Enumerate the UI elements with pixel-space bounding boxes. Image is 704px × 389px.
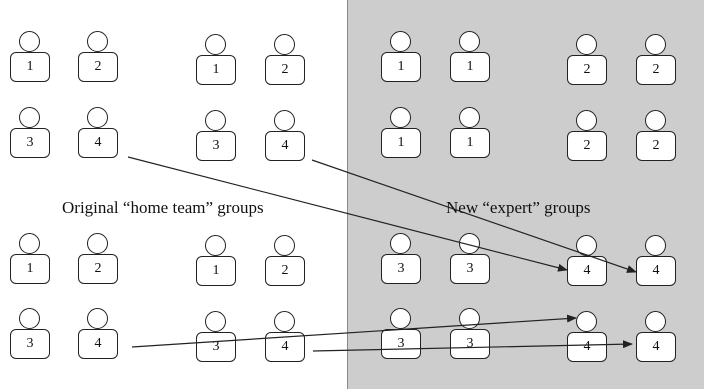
person-head-icon: [205, 110, 226, 131]
expert-group-1-member-2: 1: [450, 31, 490, 85]
expert-group-4-member-3: 4: [567, 311, 607, 365]
expert-group-2-member-2: 2: [636, 34, 676, 88]
member-number: 1: [450, 52, 490, 82]
person-head-icon: [87, 31, 108, 52]
home-group-2-member-3: 3: [196, 110, 236, 164]
person-head-icon: [576, 235, 597, 256]
home-group-3-member-3: 3: [10, 308, 50, 362]
person-head-icon: [576, 34, 597, 55]
member-number: 3: [196, 131, 236, 161]
expert-group-1-member-4: 1: [450, 107, 490, 161]
member-number: 1: [381, 52, 421, 82]
member-number: 3: [10, 329, 50, 359]
person-head-icon: [87, 308, 108, 329]
home-group-4-member-2: 2: [265, 235, 305, 289]
member-number: 2: [567, 55, 607, 85]
member-number: 1: [196, 55, 236, 85]
person-head-icon: [645, 235, 666, 256]
expert-group-4-member-2: 4: [636, 235, 676, 289]
member-number: 4: [265, 332, 305, 362]
expert-group-3-member-4: 3: [450, 308, 490, 362]
person-head-icon: [390, 233, 411, 254]
member-number: 2: [636, 55, 676, 85]
home-group-4-member-1: 1: [196, 235, 236, 289]
person-head-icon: [576, 110, 597, 131]
person-head-icon: [459, 233, 480, 254]
expert-group-2-member-3: 2: [567, 110, 607, 164]
expert-group-2-member-4: 2: [636, 110, 676, 164]
member-number: 4: [78, 329, 118, 359]
person-head-icon: [274, 110, 295, 131]
member-number: 2: [636, 131, 676, 161]
home-group-3-member-2: 2: [78, 233, 118, 287]
person-head-icon: [576, 311, 597, 332]
person-head-icon: [459, 31, 480, 52]
person-head-icon: [274, 235, 295, 256]
person-head-icon: [390, 308, 411, 329]
member-number: 3: [196, 332, 236, 362]
home-group-2-member-2: 2: [265, 34, 305, 88]
expert-group-1-member-1: 1: [381, 31, 421, 85]
home-groups-label: Original “home team” groups: [62, 198, 264, 217]
member-number: 2: [78, 52, 118, 82]
expert-group-1-member-3: 1: [381, 107, 421, 161]
member-number: 3: [10, 128, 50, 158]
person-head-icon: [87, 107, 108, 128]
home-group-2-member-1: 1: [196, 34, 236, 88]
member-number: 3: [381, 329, 421, 359]
person-head-icon: [87, 233, 108, 254]
expert-group-3-member-3: 3: [381, 308, 421, 362]
person-head-icon: [19, 107, 40, 128]
home-group-3-member-4: 4: [78, 308, 118, 362]
member-number: 1: [450, 128, 490, 158]
home-group-2-member-4: 4: [265, 110, 305, 164]
expert-group-4-member-4: 4: [636, 311, 676, 365]
member-number: 4: [567, 332, 607, 362]
member-number: 1: [10, 52, 50, 82]
person-head-icon: [459, 308, 480, 329]
member-number: 1: [381, 128, 421, 158]
member-number: 4: [636, 332, 676, 362]
person-head-icon: [645, 110, 666, 131]
home-group-1-member-4: 4: [78, 107, 118, 161]
member-number: 1: [10, 254, 50, 284]
member-number: 4: [265, 131, 305, 161]
person-head-icon: [645, 34, 666, 55]
expert-group-2-member-1: 2: [567, 34, 607, 88]
person-head-icon: [19, 233, 40, 254]
member-number: 2: [265, 256, 305, 286]
member-number: 4: [567, 256, 607, 286]
member-number: 3: [450, 329, 490, 359]
member-number: 2: [78, 254, 118, 284]
person-head-icon: [19, 31, 40, 52]
expert-groups-label: New “expert” groups: [446, 198, 591, 217]
home-group-4-member-3: 3: [196, 311, 236, 365]
home-group-4-member-4: 4: [265, 311, 305, 365]
member-number: 2: [265, 55, 305, 85]
expert-group-4-member-1: 4: [567, 235, 607, 289]
member-number: 2: [567, 131, 607, 161]
member-number: 4: [78, 128, 118, 158]
member-number: 3: [381, 254, 421, 284]
person-head-icon: [205, 311, 226, 332]
person-head-icon: [390, 31, 411, 52]
expert-group-3-member-1: 3: [381, 233, 421, 287]
person-head-icon: [390, 107, 411, 128]
expert-group-3-member-2: 3: [450, 233, 490, 287]
person-head-icon: [459, 107, 480, 128]
person-head-icon: [274, 34, 295, 55]
home-group-1-member-3: 3: [10, 107, 50, 161]
person-head-icon: [19, 308, 40, 329]
home-group-3-member-1: 1: [10, 233, 50, 287]
person-head-icon: [205, 34, 226, 55]
home-group-1-member-1: 1: [10, 31, 50, 85]
person-head-icon: [205, 235, 226, 256]
member-number: 3: [450, 254, 490, 284]
member-number: 4: [636, 256, 676, 286]
member-number: 1: [196, 256, 236, 286]
home-group-1-member-2: 2: [78, 31, 118, 85]
person-head-icon: [274, 311, 295, 332]
person-head-icon: [645, 311, 666, 332]
